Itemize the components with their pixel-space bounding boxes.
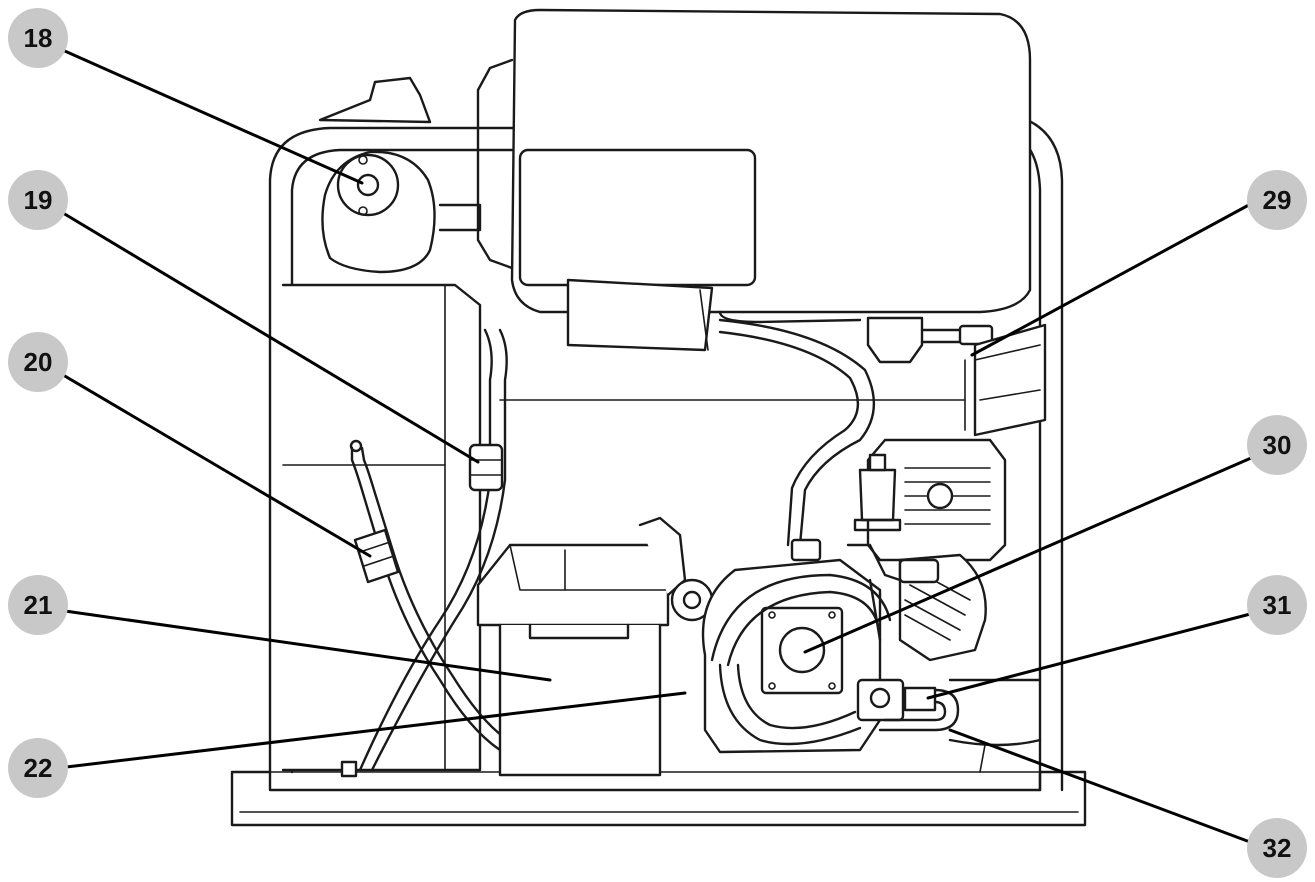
tank-housing bbox=[518, 148, 757, 352]
leader-20 bbox=[56, 370, 372, 558]
leader-31 bbox=[926, 610, 1260, 700]
callout-label-22: 22 bbox=[24, 753, 53, 783]
right-bracket-29 bbox=[866, 316, 1047, 437]
callout-label-29: 29 bbox=[1263, 185, 1292, 215]
callout-21: 21 bbox=[8, 575, 68, 635]
callout-20: 20 bbox=[8, 332, 68, 392]
inline-filter-20 bbox=[353, 528, 400, 584]
callout-label-18: 18 bbox=[24, 23, 53, 53]
leader-29 bbox=[970, 198, 1260, 357]
callout-18: 18 bbox=[8, 8, 68, 68]
leader-21 bbox=[56, 608, 552, 682]
leader-30 bbox=[803, 453, 1260, 654]
leader-22 bbox=[56, 691, 687, 770]
callout-30: 30 bbox=[1247, 415, 1307, 475]
callout-label-19: 19 bbox=[24, 185, 53, 215]
callout-label-20: 20 bbox=[24, 347, 53, 377]
leader-32 bbox=[948, 728, 1260, 847]
callout-label-31: 31 bbox=[1263, 590, 1292, 620]
leader-18 bbox=[56, 46, 364, 185]
tank-hose bbox=[718, 318, 876, 562]
callout-19: 19 bbox=[8, 170, 68, 230]
callout-label-30: 30 bbox=[1263, 430, 1292, 460]
pressure-gauge bbox=[318, 76, 482, 274]
engine-pump bbox=[638, 516, 892, 754]
callout-32: 32 bbox=[1247, 818, 1307, 878]
leader-19 bbox=[56, 208, 480, 464]
valve-block-31 bbox=[856, 678, 960, 732]
center-wall bbox=[499, 359, 966, 431]
callout-29: 29 bbox=[1247, 170, 1307, 230]
callout-31: 31 bbox=[1247, 575, 1307, 635]
leader-lines bbox=[56, 46, 1260, 847]
battery-box-21 bbox=[476, 543, 670, 777]
callout-label-21: 21 bbox=[24, 590, 53, 620]
inline-filter-19 bbox=[468, 443, 504, 492]
callout-22: 22 bbox=[8, 738, 68, 798]
callout-label-32: 32 bbox=[1263, 833, 1292, 863]
